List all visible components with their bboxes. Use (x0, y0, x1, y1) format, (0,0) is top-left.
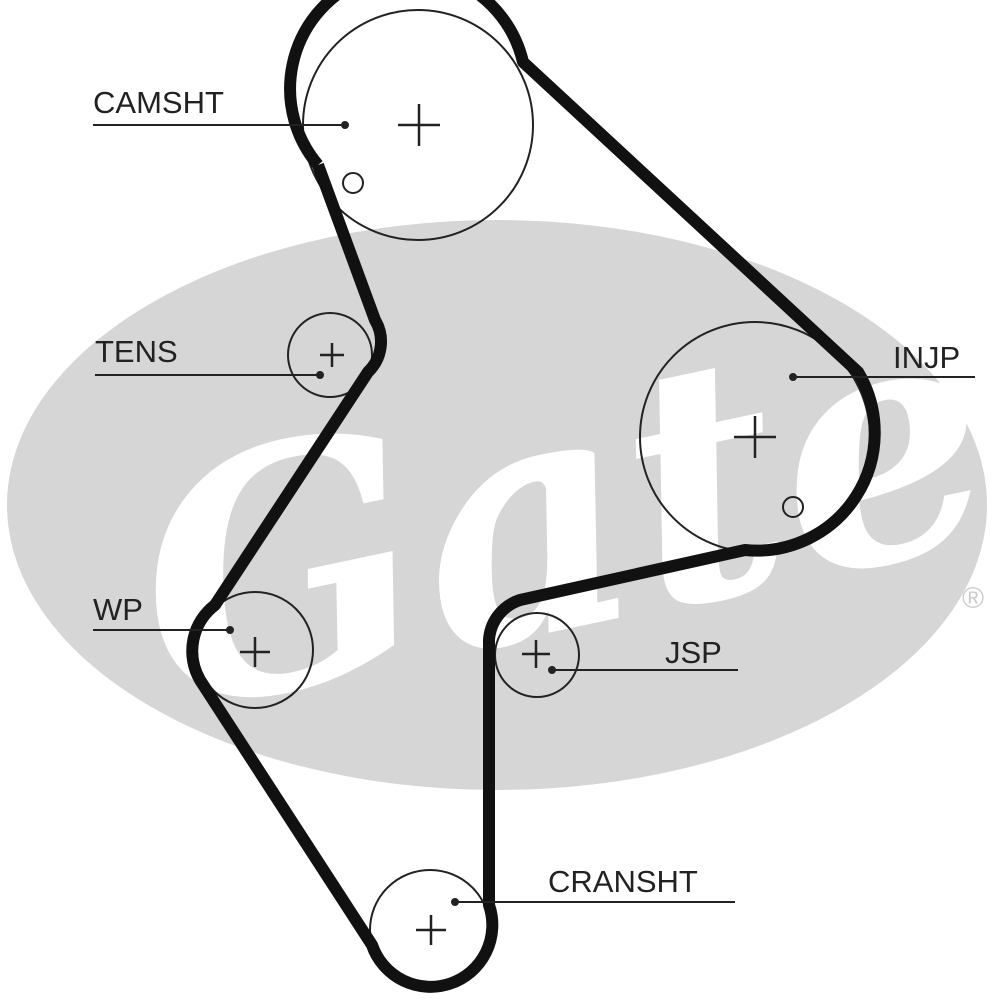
gates-logo: Gates ® (7, 194, 1000, 790)
water-pump-label: WP (93, 592, 143, 627)
camshaft-label: CAMSHT (93, 85, 224, 120)
registered-mark: ® (962, 582, 984, 615)
crankshaft-label: CRANSHT (548, 864, 698, 899)
tensioner-pulley (287, 312, 373, 398)
center-crosses (240, 104, 776, 945)
timing-belt (186, 0, 881, 993)
jackshaft-label: JSP (665, 635, 722, 670)
logo-ellipse (7, 220, 987, 790)
camshaft-timing-mark (342, 172, 364, 194)
tensioner-label: TENS (95, 334, 178, 369)
injection-pump-label: INJP (893, 340, 960, 375)
injection-pump-timing-mark (782, 496, 804, 518)
